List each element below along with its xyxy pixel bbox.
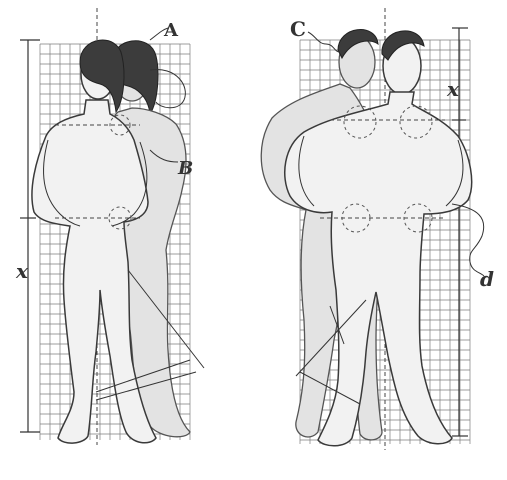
leader-c xyxy=(308,32,340,52)
left-panel: A B x xyxy=(15,8,204,445)
height-measure-left xyxy=(20,40,40,432)
label-a: A xyxy=(163,20,179,41)
label-d: d xyxy=(480,267,494,291)
label-x-right: x xyxy=(446,77,460,101)
label-b: B xyxy=(177,158,193,179)
right-panel: C d x xyxy=(261,8,494,450)
label-x-left: x xyxy=(15,259,29,283)
label-c: C xyxy=(290,17,306,41)
